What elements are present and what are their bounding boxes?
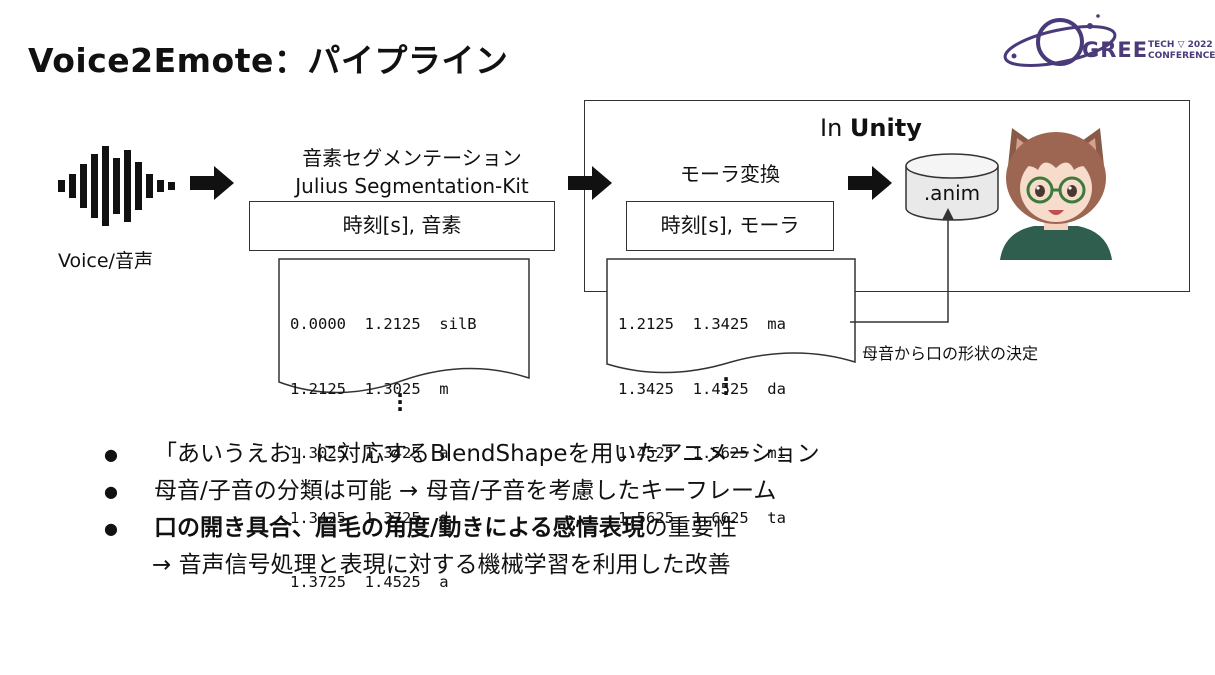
anim-file-label: .anim — [923, 181, 981, 205]
unity-container — [584, 100, 1190, 292]
phoneme-header-box: 時刻[s], 音素 — [249, 201, 555, 251]
mora-list: 1.2125 1.3425 ma 1.3425 1.4525 da 1.4525… — [618, 271, 786, 551]
phoneme-document — [278, 258, 530, 394]
bullet-dot-icon: ● — [104, 519, 118, 538]
bullet-dot-icon: ● — [104, 445, 118, 464]
logo-conference: CONFERENCE — [1148, 51, 1215, 61]
list-item: 1.5625 1.6625 ta — [618, 508, 786, 527]
voice-label: Voice/音声 — [58, 250, 153, 272]
logo-tech-mark: ▽ — [1177, 40, 1185, 50]
list-item: 1.4525 1.5625 mi — [618, 444, 786, 462]
list-item: 0.0000 1.2125 silB — [290, 315, 477, 333]
logo-tech: TECH — [1148, 40, 1175, 50]
waveform-icon — [58, 146, 175, 226]
list-item: 1.3725 1.4525 a — [290, 573, 449, 591]
logo-year: 2022 — [1187, 40, 1213, 50]
vowel-shape-label: 母音から口の形状の決定 — [862, 344, 1039, 363]
page-title: Voice2Emote：パイプライン — [28, 41, 509, 80]
sub-bullet: → 音声信号処理と表現に対する機械学習を利用した改善 — [152, 552, 731, 578]
gree-tech-conference-logo — [1003, 14, 1117, 68]
bullet-list: ● 「あいうえお」に対応するBlendShapeを用いたアニメーション ● 母音… — [104, 436, 1004, 547]
right-arrow-icon — [568, 166, 612, 200]
list-item: 1.3025 1.3425 a — [290, 444, 449, 462]
list-item: 1.3425 1.3725 d — [290, 508, 449, 527]
mora-title: モーラ変換 — [680, 162, 780, 186]
list-item: 1.3425 1.4525 da — [618, 379, 786, 398]
unity-label: In Unity — [820, 114, 922, 142]
list-item: ● 「あいうえお」に対応するBlendShapeを用いたアニメーション — [104, 436, 1004, 473]
mora-header-box: 時刻[s], モーラ — [626, 201, 834, 251]
right-arrow-icon — [190, 166, 234, 200]
vertical-ellipsis-icon: ··· — [396, 383, 404, 421]
vertical-ellipsis-icon: ··· — [722, 367, 730, 405]
bullet-dot-icon: ● — [104, 482, 118, 501]
logo-text: GREE TECH ▽ 2022 CONFERENCE — [1082, 38, 1215, 62]
logo-brand: GREE — [1082, 38, 1149, 62]
phoneme-list: 0.0000 1.2125 silB 1.2125 1.3025 m 1.302… — [290, 271, 477, 615]
list-item: ● 母音/子音の分類は可能 → 母音/子音を考慮したキーフレーム — [104, 473, 1004, 510]
mora-document — [606, 258, 856, 374]
list-item: ● 口の開き具合、眉毛の角度/動きによる感情表現の重要性 — [104, 510, 1004, 547]
cat-ear-avatar — [1000, 128, 1112, 260]
vowel-connector-arrow — [850, 208, 954, 323]
list-item: 1.2125 1.3025 m — [290, 379, 449, 398]
list-item: 1.2125 1.3425 ma — [618, 315, 786, 333]
segmentation-title: 音素セグメンテーション Julius Segmentation-Kit — [295, 146, 529, 198]
right-arrow-icon — [848, 166, 892, 200]
bullet-emphasis: 口の開き具合、眉毛の角度/動きによる感情表現 — [154, 515, 645, 541]
unity-bold: Unity — [849, 114, 922, 142]
